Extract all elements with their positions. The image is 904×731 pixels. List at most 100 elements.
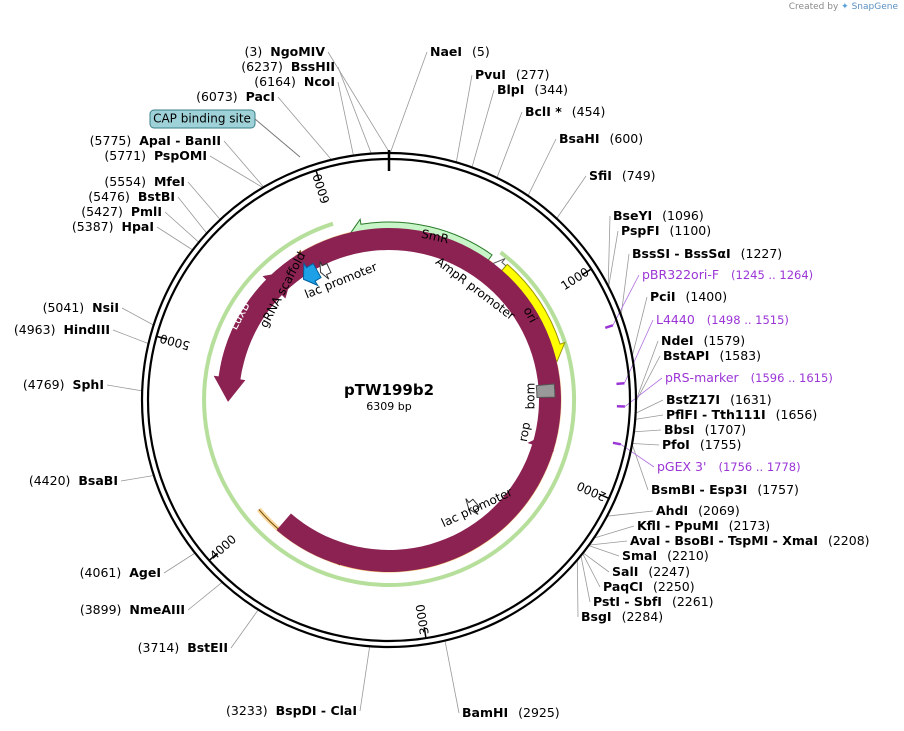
grna-scaffold-arrow	[302, 261, 322, 287]
primer-name: pRS-marker	[665, 370, 740, 385]
restriction-site: AhdI(2069)	[656, 503, 740, 518]
site-position: (3233)	[226, 703, 268, 718]
restriction-site: (6164)NcoI	[254, 74, 335, 89]
enzyme-name: MfeI	[154, 174, 185, 189]
site-leader	[608, 230, 619, 288]
site-position: (2247)	[648, 564, 690, 579]
enzyme-name: HindIII	[63, 322, 110, 337]
restriction-site: (6237)BssHII	[241, 59, 335, 74]
primer-range: (1756 .. 1778)	[718, 460, 800, 474]
scale-tick-label: 2000	[575, 478, 609, 503]
site-leader	[156, 226, 193, 251]
lac-promoter-bottom-arrow	[465, 498, 481, 515]
site-label: NdeI(1579)	[661, 333, 745, 348]
site-label: (3899)NmeAIII	[80, 602, 185, 617]
enzyme-name: AvaI - BsoBI - TspMI - XmaI	[630, 533, 818, 548]
enzyme-name: BspDI - ClaI	[276, 703, 357, 718]
restriction-site: BstAPI(1583)	[663, 348, 761, 363]
site-position: (344)	[534, 82, 568, 97]
site-label: (4769)SphI	[23, 377, 104, 392]
site-label: NaeI(5)	[430, 44, 490, 59]
plasmid-backbone	[140, 150, 638, 649]
site-label: (6237)BssHII	[241, 59, 335, 74]
credit-brand: SnapGene	[851, 2, 898, 12]
site-position: (454)	[572, 104, 606, 119]
site-position: (1583)	[719, 348, 761, 363]
site-leader	[588, 540, 628, 546]
cap-site-leader	[254, 118, 301, 158]
site-label: SfiI(749)	[589, 168, 656, 183]
enzyme-name: NdeI	[661, 333, 694, 348]
cap-site-label: CAP binding site	[153, 112, 251, 126]
restriction-site: (6073)PacI	[196, 89, 275, 104]
restriction-site: (3)NgoMIV	[245, 44, 326, 59]
enzyme-name: PspOMI	[154, 148, 207, 163]
site-label: BstAPI(1583)	[663, 348, 761, 363]
site-position: (2173)	[729, 518, 771, 533]
restriction-site: (4963) HindIII	[14, 322, 110, 337]
site-leader	[556, 175, 587, 219]
site-label: PfoI(1755)	[662, 437, 741, 452]
primer-name: pBR322ori-F	[642, 267, 719, 282]
enzyme-name: SalI	[612, 564, 638, 579]
site-position: (277)	[516, 67, 550, 82]
site-position: (5771)	[104, 148, 146, 163]
site-position: (5387)	[72, 219, 114, 234]
primer-range: (1245 .. 1264)	[731, 268, 813, 282]
site-label: BsgI(2284)	[581, 609, 663, 624]
enzyme-name: BstZ17I	[666, 392, 720, 407]
site-leader	[187, 581, 223, 611]
restriction-site: (3899)NmeAIII	[80, 602, 185, 617]
snapgene-logo-icon: ✦	[841, 2, 849, 12]
site-label: BlpI(344)	[497, 82, 568, 97]
restriction-site: (5476)BstBI	[88, 189, 175, 204]
site-label: KflI - PpuMI (2173)	[637, 518, 770, 533]
site-position: (1100)	[670, 223, 712, 238]
site-leader	[230, 609, 259, 649]
site-leader	[496, 111, 523, 178]
site-leader	[444, 640, 460, 714]
enzyme-name: HpaI	[122, 219, 155, 234]
restriction-site: BlpI(344)	[497, 82, 568, 97]
site-label: PciI(1400)	[650, 289, 727, 304]
primer-label: pRS-marker(1596 .. 1615)	[665, 370, 833, 385]
site-label: (4061)AgeI	[80, 565, 161, 580]
site-label: PflFI - Tth111I(1656)	[666, 407, 817, 422]
enzyme-name: BsaHI	[559, 131, 600, 146]
site-leader	[588, 545, 620, 557]
site-label: PspFI(1100)	[621, 223, 711, 238]
restriction-site: (3714)BstEII	[138, 640, 228, 655]
primer-site-mark	[616, 382, 625, 386]
enzyme-name: SmaI	[622, 548, 657, 563]
site-leader	[633, 429, 662, 433]
primer-site-mark	[604, 324, 614, 330]
site-leader	[337, 81, 354, 156]
restriction-site: SmaI(2210)	[622, 548, 709, 563]
site-position: (2250)	[653, 579, 695, 594]
site-position: (6073)	[196, 89, 238, 104]
site-position: (2925)	[518, 705, 560, 720]
enzyme-name: PvuI	[475, 67, 506, 82]
restriction-site: BseYI(1096)	[613, 208, 704, 223]
site-position: (3)	[245, 44, 263, 59]
site-leader	[632, 443, 660, 446]
enzyme-name: KflI - PpuMI	[637, 518, 719, 533]
site-position: (4963)	[14, 322, 56, 337]
restriction-site: PaqCI(2250)	[603, 579, 695, 594]
restriction-site: SalI (2247)	[612, 564, 690, 579]
site-label: BsmBI - Esp3I(1757)	[651, 482, 799, 497]
enzyme-name: NcoI	[304, 74, 335, 89]
site-leader	[121, 307, 154, 326]
enzyme-name: BamHI	[462, 705, 508, 720]
primer-leader	[620, 444, 655, 468]
site-position: (1757)	[757, 482, 799, 497]
site-label: (5771) PspOMI	[104, 148, 207, 163]
scale-tick-mark	[581, 268, 592, 276]
enzyme-name: BsaBI	[78, 473, 118, 488]
enzyme-name: BssSI - BssSαI	[632, 246, 731, 261]
site-position: (5041)	[43, 300, 85, 315]
enzyme-name: BstEII	[187, 640, 228, 655]
site-position: (600)	[610, 131, 644, 146]
